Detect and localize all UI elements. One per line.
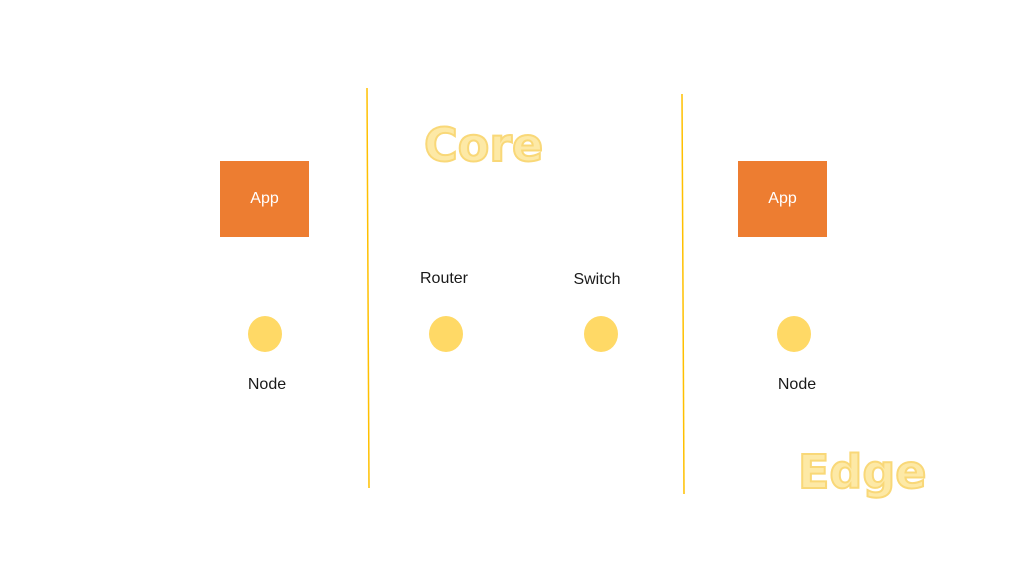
left-node-dot[interactable] [248, 316, 282, 352]
right-node-dot[interactable] [777, 316, 811, 352]
right-divider-line [681, 93, 685, 495]
left-app-box[interactable]: App [220, 161, 309, 237]
right-app-label: App [768, 190, 797, 207]
left-divider-line [366, 87, 370, 489]
left-app-label: App [250, 190, 279, 207]
router-label: Router [419, 270, 469, 287]
left-node-label: Node [247, 376, 287, 393]
switch-label: Switch [573, 271, 621, 288]
right-node-label: Node [777, 376, 817, 393]
edge-zone-title: Edge [797, 445, 927, 499]
switch-dot[interactable] [584, 316, 618, 352]
right-app-box[interactable]: App [738, 161, 827, 237]
core-zone-title: Core [423, 118, 544, 172]
router-dot[interactable] [429, 316, 463, 352]
